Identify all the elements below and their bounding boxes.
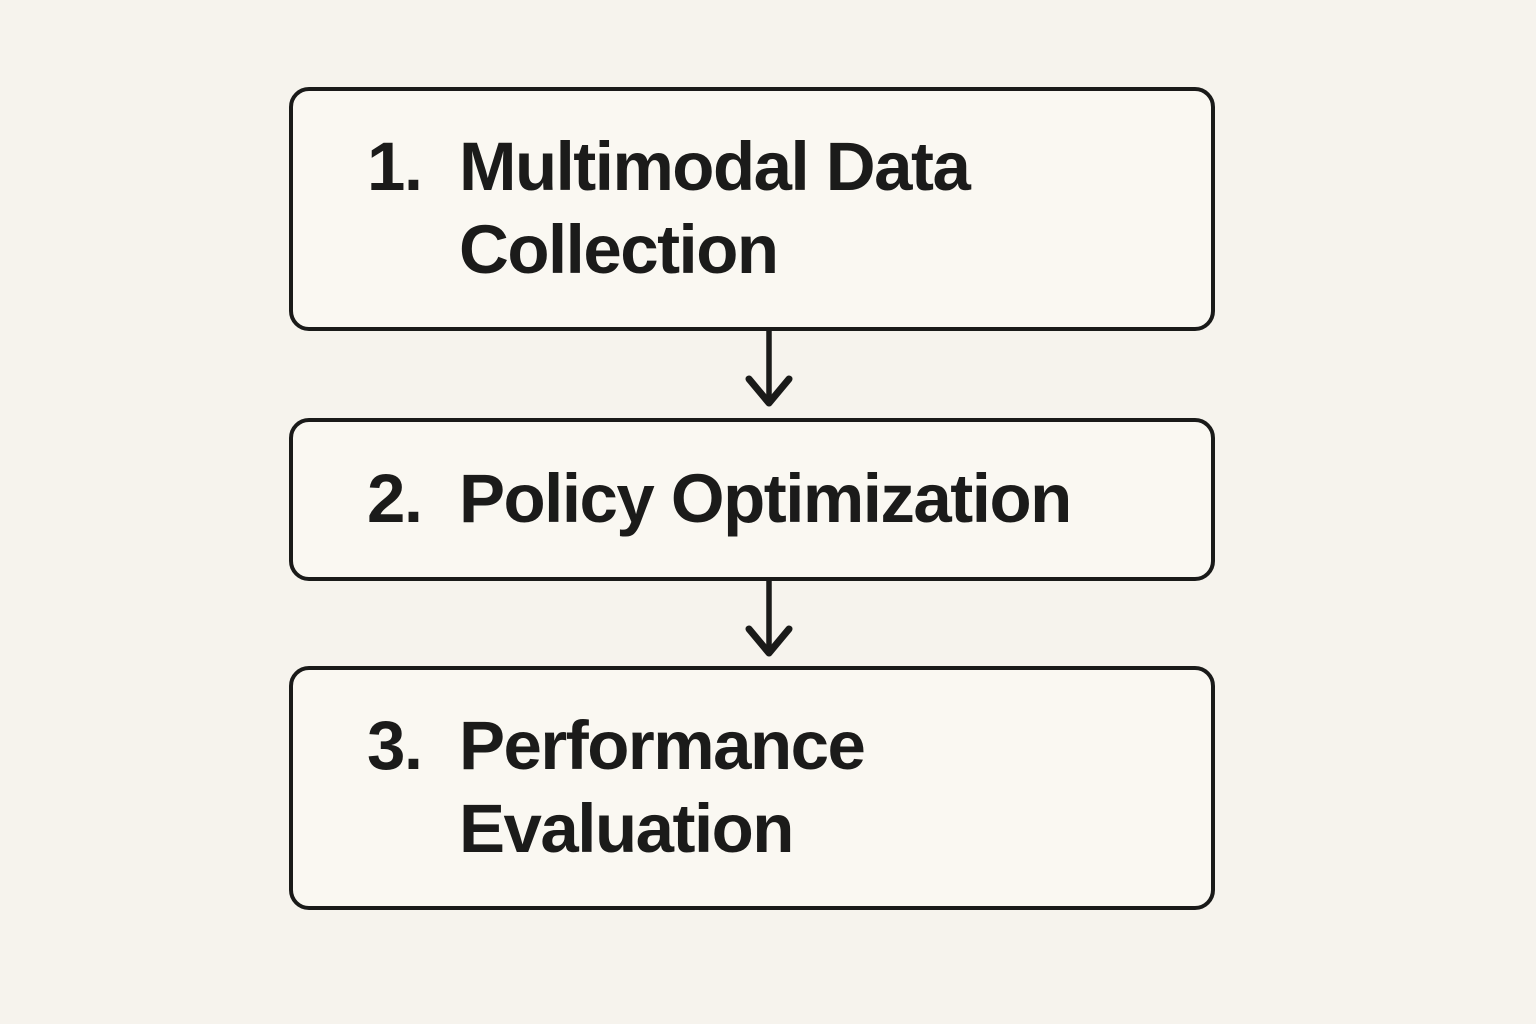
step-number: 2. — [367, 460, 423, 538]
step-row: 1. Multimodal Data Collection — [293, 126, 1211, 292]
step-box-performance-evaluation: 3. Performance Evaluation — [289, 666, 1215, 910]
step-label: Policy Optimization — [459, 458, 1072, 541]
step-label: Multimodal Data Collection — [459, 126, 971, 292]
step-row: 3. Performance Evaluation — [293, 705, 1211, 871]
down-arrow-icon — [745, 331, 793, 407]
step-box-policy-optimization: 2. Policy Optimization — [289, 418, 1215, 581]
step-number: 1. — [367, 128, 423, 206]
step-label-line: Evaluation — [459, 790, 794, 867]
step-label: Performance Evaluation — [459, 705, 866, 871]
step-row: 2. Policy Optimization — [293, 458, 1211, 541]
step-label-line: Performance — [459, 707, 866, 785]
step-number: 3. — [367, 707, 423, 785]
step-label-line: Policy Optimization — [459, 460, 1072, 538]
down-arrow-icon — [745, 581, 793, 657]
step-box-multimodal-data-collection: 1. Multimodal Data Collection — [289, 87, 1215, 331]
step-label-line: Multimodal Data — [459, 128, 971, 206]
step-label-line: Collection — [459, 211, 779, 288]
